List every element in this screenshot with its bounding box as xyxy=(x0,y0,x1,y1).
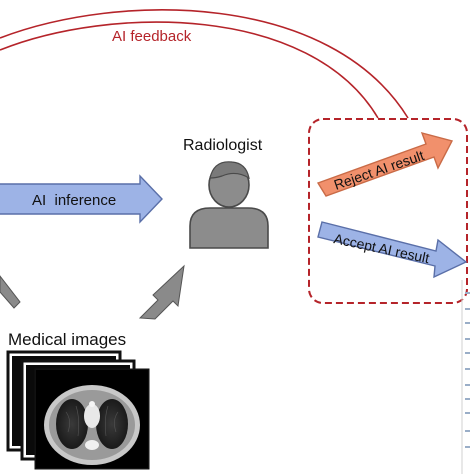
reject-arrow-shape xyxy=(316,131,454,197)
ct-scan-image xyxy=(36,370,148,468)
feedback-arc-outer xyxy=(0,9,409,119)
reject-arrow: Reject AI result xyxy=(316,131,454,197)
medical-images: Medical images xyxy=(6,330,150,470)
side-panel-fragment xyxy=(461,280,470,474)
person-hair xyxy=(209,161,250,180)
accept-arrow: Accept AI result xyxy=(317,221,468,279)
image-to-radiologist-arrow xyxy=(138,264,185,320)
reject-label: Reject AI result xyxy=(332,147,426,193)
left-gray-arrow-shape xyxy=(0,275,21,309)
feedback-label: AI feedback xyxy=(112,28,192,45)
feedback-arc-inner xyxy=(0,21,379,119)
ai-inference-arrow: AI inference xyxy=(0,174,163,224)
ct-image-stack xyxy=(6,350,150,470)
ai-feedback-loop: AI feedback xyxy=(0,9,409,119)
decision-box: Reject AI result Accept AI result xyxy=(308,118,468,304)
inference-label: AI inference xyxy=(32,192,116,209)
radiologist: Radiologist xyxy=(183,137,269,249)
radiologist-label: Radiologist xyxy=(183,137,263,154)
accept-label: Accept AI result xyxy=(332,230,431,266)
left-partial-arrow xyxy=(0,275,21,309)
person-icon xyxy=(189,161,269,249)
gray-arrow-shape xyxy=(138,264,185,320)
accept-arrow-shape xyxy=(317,221,468,279)
medical-images-label: Medical images xyxy=(8,330,126,349)
inference-arrow-shape xyxy=(0,174,163,224)
person-body xyxy=(189,207,269,249)
